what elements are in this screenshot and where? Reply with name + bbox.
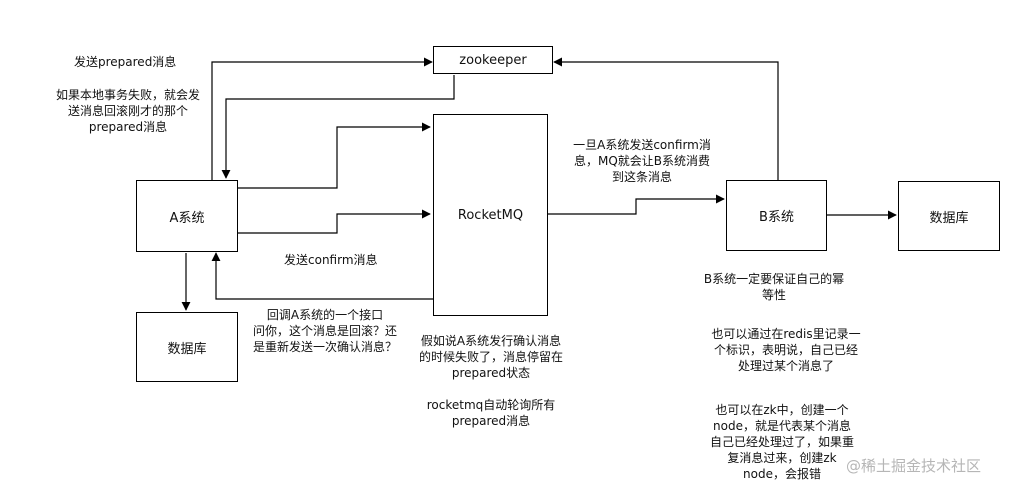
redis-note-line: 处理过某个消息了 — [737, 359, 834, 373]
consume-note-line: 一旦A系统发送confirm消 — [573, 138, 711, 152]
auto-poll-note-line: prepared消息 — [451, 414, 531, 428]
zk-note-line: 复消息过来，创建zk — [727, 451, 837, 465]
callback-note: 回调A系统的一个接口 问你，这个消息是回滚？还 是重新发送一次确认消息？ — [244, 307, 406, 355]
rollback-note-line: 送消息回滚刚才的那个 — [67, 104, 188, 118]
consume-note-line: 到这条消息 — [611, 170, 672, 184]
arrow-b-to-zookeeper — [553, 57, 779, 180]
idempotent-note-line: 等性 — [761, 288, 786, 302]
zk-note: 也可以在zk中，创建一个 node，就是代表某个消息 自己已经处理过了，如果重 … — [698, 402, 866, 482]
arrow-zookeeper-to-a — [221, 75, 455, 179]
database-b-node: 数据库 — [898, 181, 1000, 251]
arrow-a-to-rocketmq-top — [238, 122, 431, 189]
callback-note-line: 是重新发送一次确认消息？ — [252, 340, 397, 354]
database-a-node: 数据库 — [136, 312, 238, 382]
redis-note: 也可以通过在redis里记录一 个标识，表明说，自己已经 处理过某个消息了 — [698, 326, 874, 374]
zookeeper-node: zookeeper — [433, 46, 553, 74]
arrow-a-to-zookeeper — [211, 57, 433, 180]
confirm-fail-note-line: 假如说A系统发行确认消息 — [420, 334, 562, 348]
rollback-note-line: 如果本地事务失败，就会发 — [55, 88, 200, 102]
a-system-node: A系统 — [136, 180, 238, 252]
send-confirm-label: 发送confirm消息 — [284, 253, 378, 267]
redis-note-line: 也可以通过在redis里记录一 — [711, 327, 861, 341]
callback-note-line: 问你，这个消息是回滚？还 — [252, 324, 397, 338]
auto-poll-note-line: rocketmq自动轮询所有 — [426, 398, 556, 412]
rollback-note-line: prepared消息 — [88, 120, 168, 134]
confirm-fail-note: 假如说A系统发行确认消息 的时候失败了，消息停留在 prepared状态 — [413, 333, 569, 381]
idempotent-note: B系统一定要保证自己的幂 等性 — [694, 271, 854, 303]
zk-note-line: 也可以在zk中，创建一个 — [715, 403, 849, 417]
idempotent-note-line: B系统一定要保证自己的幂 — [703, 272, 845, 286]
watermark: @稀土掘金技术社区 — [846, 457, 982, 475]
confirm-fail-note-line: 的时候失败了，消息停留在 — [418, 350, 563, 364]
zk-note-line: 自己已经处理过了，如果重 — [709, 435, 854, 449]
confirm-fail-note-line: prepared状态 — [451, 366, 531, 380]
auto-poll-note: rocketmq自动轮询所有 prepared消息 — [413, 397, 569, 429]
arrow-rocketmq-to-b — [548, 194, 725, 215]
b-system-node: B系统 — [726, 180, 827, 251]
rocketmq-node: RocketMQ — [433, 114, 548, 316]
send-prepared-label: 发送prepared消息 — [74, 55, 177, 69]
consume-note: 一旦A系统发送confirm消 息，MQ就会让B系统消费 到这条消息 — [562, 137, 722, 185]
callback-note-line: 回调A系统的一个接口 — [266, 308, 384, 322]
arrow-rocketmq-to-a — [211, 252, 434, 300]
zk-note-line: node，就是代表某个消息 — [713, 419, 851, 433]
redis-note-line: 个标识，表明说，自己已经 — [713, 343, 858, 357]
zk-note-line: node，会报错 — [743, 467, 821, 481]
arrow-a-to-rocketmq-confirm — [238, 209, 431, 234]
consume-note-line: 息，MQ就会让B系统消费 — [573, 154, 711, 168]
rollback-note: 如果本地事务失败，就会发 送消息回滚刚才的那个 prepared消息 — [48, 87, 208, 135]
